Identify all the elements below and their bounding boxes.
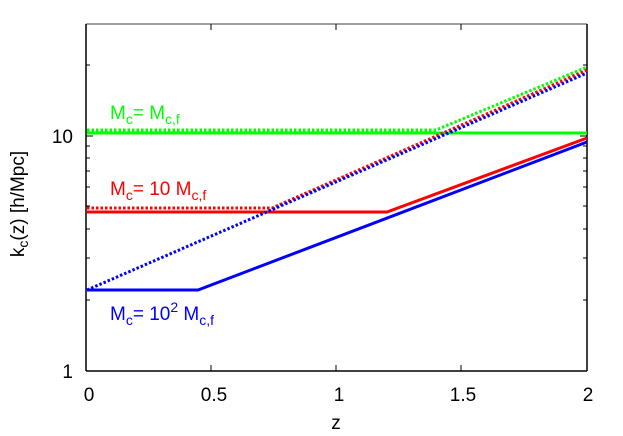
x-tick-label: 2 xyxy=(583,385,594,406)
annotation-green: Mc= Mc,f xyxy=(110,103,180,127)
series-red-solid xyxy=(87,136,588,214)
x-ticks xyxy=(210,24,462,371)
y-axis-label: kc(z) [h/Mpc] xyxy=(8,151,31,257)
series-blue-dotted xyxy=(86,71,588,292)
annotation-blue: Mc= 102 Mc,f xyxy=(110,299,214,328)
y-tick-label: 10 xyxy=(52,127,73,148)
y-tick-label: 1 xyxy=(62,362,73,383)
series-red-dotted xyxy=(87,68,588,210)
series-green-dotted xyxy=(87,65,588,132)
x-axis-label: z xyxy=(331,413,341,434)
x-tick-label: 1 xyxy=(334,385,345,406)
annotation-red: Mc= 10 Mc,f xyxy=(110,179,206,203)
x-tick-label: 1.5 xyxy=(450,385,476,406)
series-blue-solid xyxy=(87,140,588,292)
x-tick-label: 0.5 xyxy=(201,385,227,406)
x-tick-label: 0 xyxy=(84,385,95,406)
y-ticks xyxy=(86,64,587,301)
